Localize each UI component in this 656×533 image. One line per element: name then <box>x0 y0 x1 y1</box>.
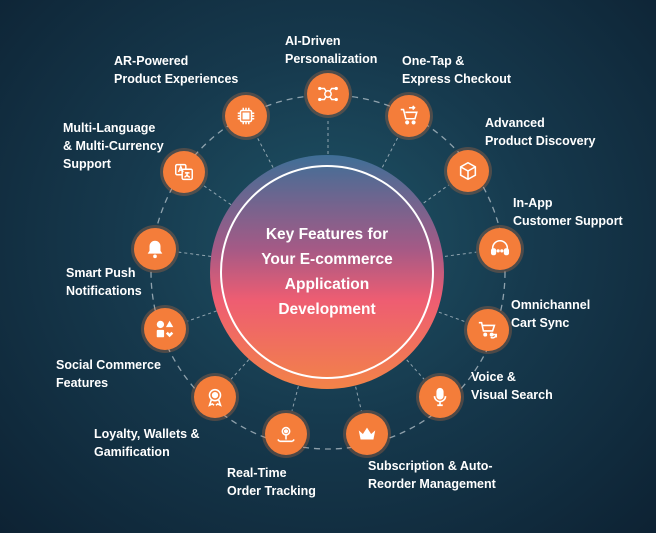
feature-label-line: Features <box>56 376 109 390</box>
feature-label-line: Support <box>63 157 111 171</box>
feature-label-9: Loyalty, Wallets & Gamification <box>94 425 200 461</box>
connector-line-9 <box>230 359 250 380</box>
feature-label-line: Personalization <box>285 52 378 66</box>
feature-label-line: AR-Powered <box>114 54 189 68</box>
connector-line-4 <box>444 251 477 257</box>
feature-label-line: Omnichannel <box>511 298 591 312</box>
feature-label-line: Gamification <box>94 445 170 459</box>
feature-label-line: Product Discovery <box>485 134 596 148</box>
translate-icon <box>163 151 205 193</box>
discovery-cube-icon <box>447 150 489 192</box>
express-cart-icon <box>388 95 430 137</box>
feature-label-line: Cart Sync <box>511 316 570 330</box>
feature-label-line: Notifications <box>66 284 142 298</box>
central-hub: Key Features for Your E-commerce Applica… <box>210 155 444 389</box>
feature-label-line: Voice & <box>471 370 516 384</box>
outer-dashed-ring <box>150 94 506 450</box>
feature-label-7: Subscription & Auto- Reorder Management <box>368 457 496 493</box>
crown-icon <box>346 413 388 455</box>
feature-label-line: Reorder Management <box>368 477 496 491</box>
feature-label-line: Loyalty, Wallets & <box>94 427 200 441</box>
badge-icon <box>194 376 236 418</box>
hub-title-line-4: Development <box>278 301 376 318</box>
connector-line-5 <box>438 311 466 323</box>
cart-sync-icon <box>467 309 509 351</box>
connector-line-10 <box>187 310 217 322</box>
connector-line-8 <box>291 386 299 411</box>
feature-label-line: In-App <box>513 196 553 210</box>
feature-label-line: Product Experiences <box>114 72 239 86</box>
hub-title: Key Features for Your E-commerce Applica… <box>220 165 434 379</box>
support-chat-icon <box>479 228 521 270</box>
feature-label-line: Social Commerce <box>56 358 161 372</box>
feature-label-line: Customer Support <box>513 214 623 228</box>
connector-line-13 <box>256 137 274 168</box>
feature-label-6: Voice & Visual Search <box>471 368 553 404</box>
ar-chip-icon <box>225 95 267 137</box>
feature-label-line: Visual Search <box>471 388 553 402</box>
bell-icon <box>134 228 176 270</box>
connector-line-7 <box>355 386 362 411</box>
location-pin-icon <box>265 413 307 455</box>
feature-label-2: One-Tap & Express Checkout <box>402 52 511 88</box>
feature-label-line: Express Checkout <box>402 72 512 86</box>
connector-line-3 <box>423 184 449 204</box>
shapes-icon <box>144 308 186 350</box>
connector-line-6 <box>406 359 425 380</box>
feature-label-line: AI-Driven <box>285 34 341 48</box>
connector-line-2 <box>381 137 399 168</box>
feature-label-line: Advanced <box>485 116 545 130</box>
feature-label-line: Order Tracking <box>227 484 316 498</box>
feature-label-line: Multi-Language <box>63 121 156 135</box>
hub-title-line-3: Application <box>284 276 370 293</box>
feature-label-line: One-Tap & <box>402 54 465 68</box>
microphone-icon <box>419 376 461 418</box>
feature-label-line: & Multi-Currency <box>63 139 164 153</box>
feature-label-line: Smart Push <box>66 266 136 280</box>
connector-line-12 <box>203 185 232 206</box>
hub-title-line-2: Your E-commerce <box>261 251 393 268</box>
ai-network-icon <box>307 73 349 115</box>
hub-title-line-1: Key Features for <box>265 226 389 243</box>
feature-label-line: Subscription & Auto- <box>368 459 493 473</box>
connector-line-11 <box>178 251 212 257</box>
feature-label-line: Real-Time <box>227 466 287 480</box>
